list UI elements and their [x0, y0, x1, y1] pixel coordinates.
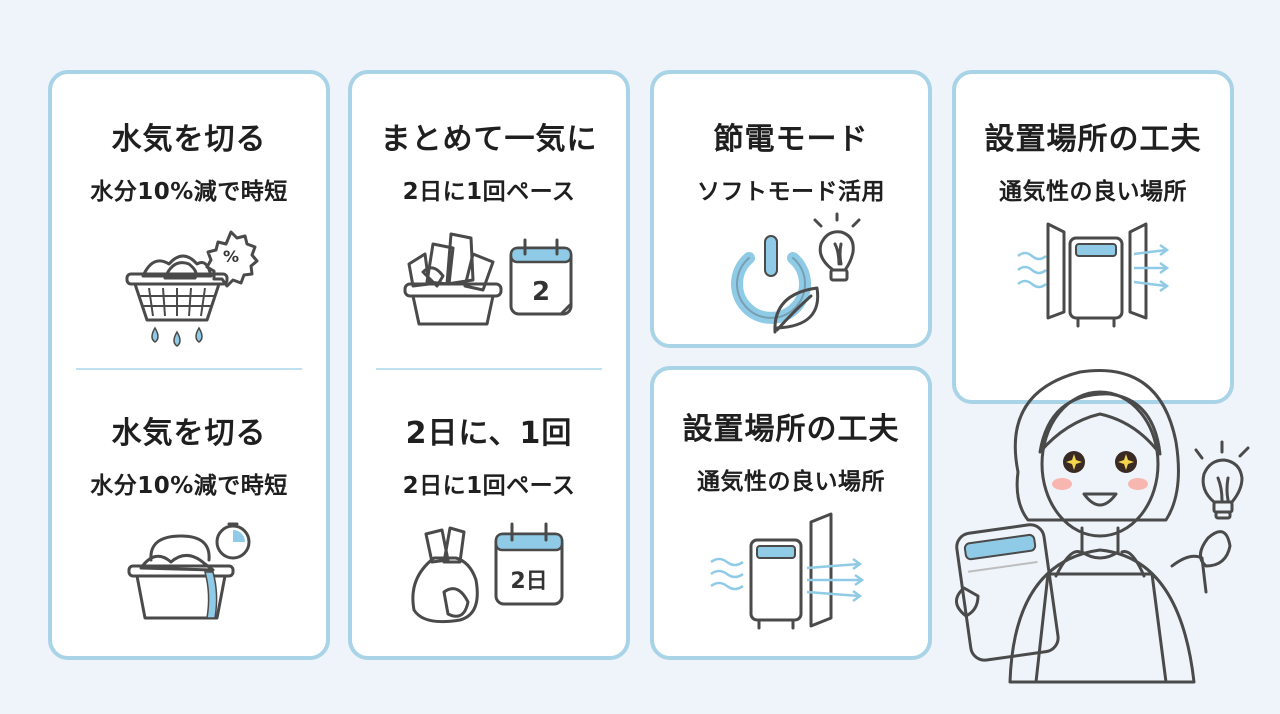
tip-card-power-saving: 節電モード ソフトモード活用	[650, 70, 932, 348]
tip-title: 設置場所の工夫	[682, 412, 900, 447]
tip-title: 節電モード	[713, 122, 869, 157]
tip-subtitle: 通気性の良い場所	[697, 469, 885, 495]
tip-subtitle: 2日に1回ペース	[402, 179, 576, 205]
tip-section: 設置場所の工夫 通気性の良い場所	[956, 114, 1230, 206]
tip-section: 水気を切る 水分10%減で時短	[52, 114, 326, 206]
tip-section: 設置場所の工夫 通気性の良い場所	[654, 404, 928, 496]
laundry-basket-dripping-icon: %	[119, 224, 259, 352]
laundry-basket-timer-icon	[119, 520, 259, 624]
dryer-airflow-icon	[710, 508, 871, 632]
tip-section: 2日に、1回 2日に1回ペース	[352, 408, 626, 500]
tip-card-ventilation: 設置場所の工夫 通気性の良い場所	[952, 70, 1234, 404]
tip-subtitle: 水分10%減で時短	[90, 179, 288, 205]
dryer-ventilation-icon	[1017, 218, 1170, 330]
card-divider	[76, 368, 302, 370]
calendar-day-text: 2	[532, 277, 550, 307]
tip-card-batch-laundry: まとめて一気に 2日に1回ペース 2 2日に、1回 2日に1回ペース	[348, 70, 630, 660]
laundry-tub-calendar-icon: 2	[399, 224, 579, 332]
tip-section: 節電モード ソフトモード活用	[654, 114, 928, 206]
tip-card-placement: 設置場所の工夫 通気性の良い場所	[650, 366, 932, 660]
tip-card-drain-water: 水気を切る 水分10%減で時短 % 水気を切る 水分10%減で時短	[48, 70, 330, 660]
card-divider	[376, 368, 602, 370]
tip-subtitle: 2日に1回ペース	[402, 473, 576, 499]
tip-title: 水気を切る	[111, 416, 267, 451]
power-leaf-bulb-icon	[721, 212, 861, 336]
tip-title: 水気を切る	[111, 122, 267, 157]
calendar-day-text: 2日	[510, 569, 547, 594]
percent-badge-text: %	[223, 247, 239, 266]
tip-section: 水気を切る 水分10%減で時短	[52, 408, 326, 500]
tip-title: 2日に、1回	[405, 416, 573, 451]
tip-section: まとめて一気に 2日に1回ペース	[352, 114, 626, 206]
tip-subtitle: 水分10%減で時短	[90, 473, 288, 499]
lightbulb-idea-icon	[1194, 440, 1252, 536]
tip-title: 設置場所の工夫	[984, 122, 1202, 157]
woman-holding-dryer-icon	[940, 352, 1260, 684]
tip-title: まとめて一気に	[380, 122, 598, 157]
laundry-bag-calendar-icon: 2日	[404, 518, 574, 630]
tip-subtitle: 通気性の良い場所	[999, 179, 1187, 205]
tip-subtitle: ソフトモード活用	[697, 179, 885, 205]
